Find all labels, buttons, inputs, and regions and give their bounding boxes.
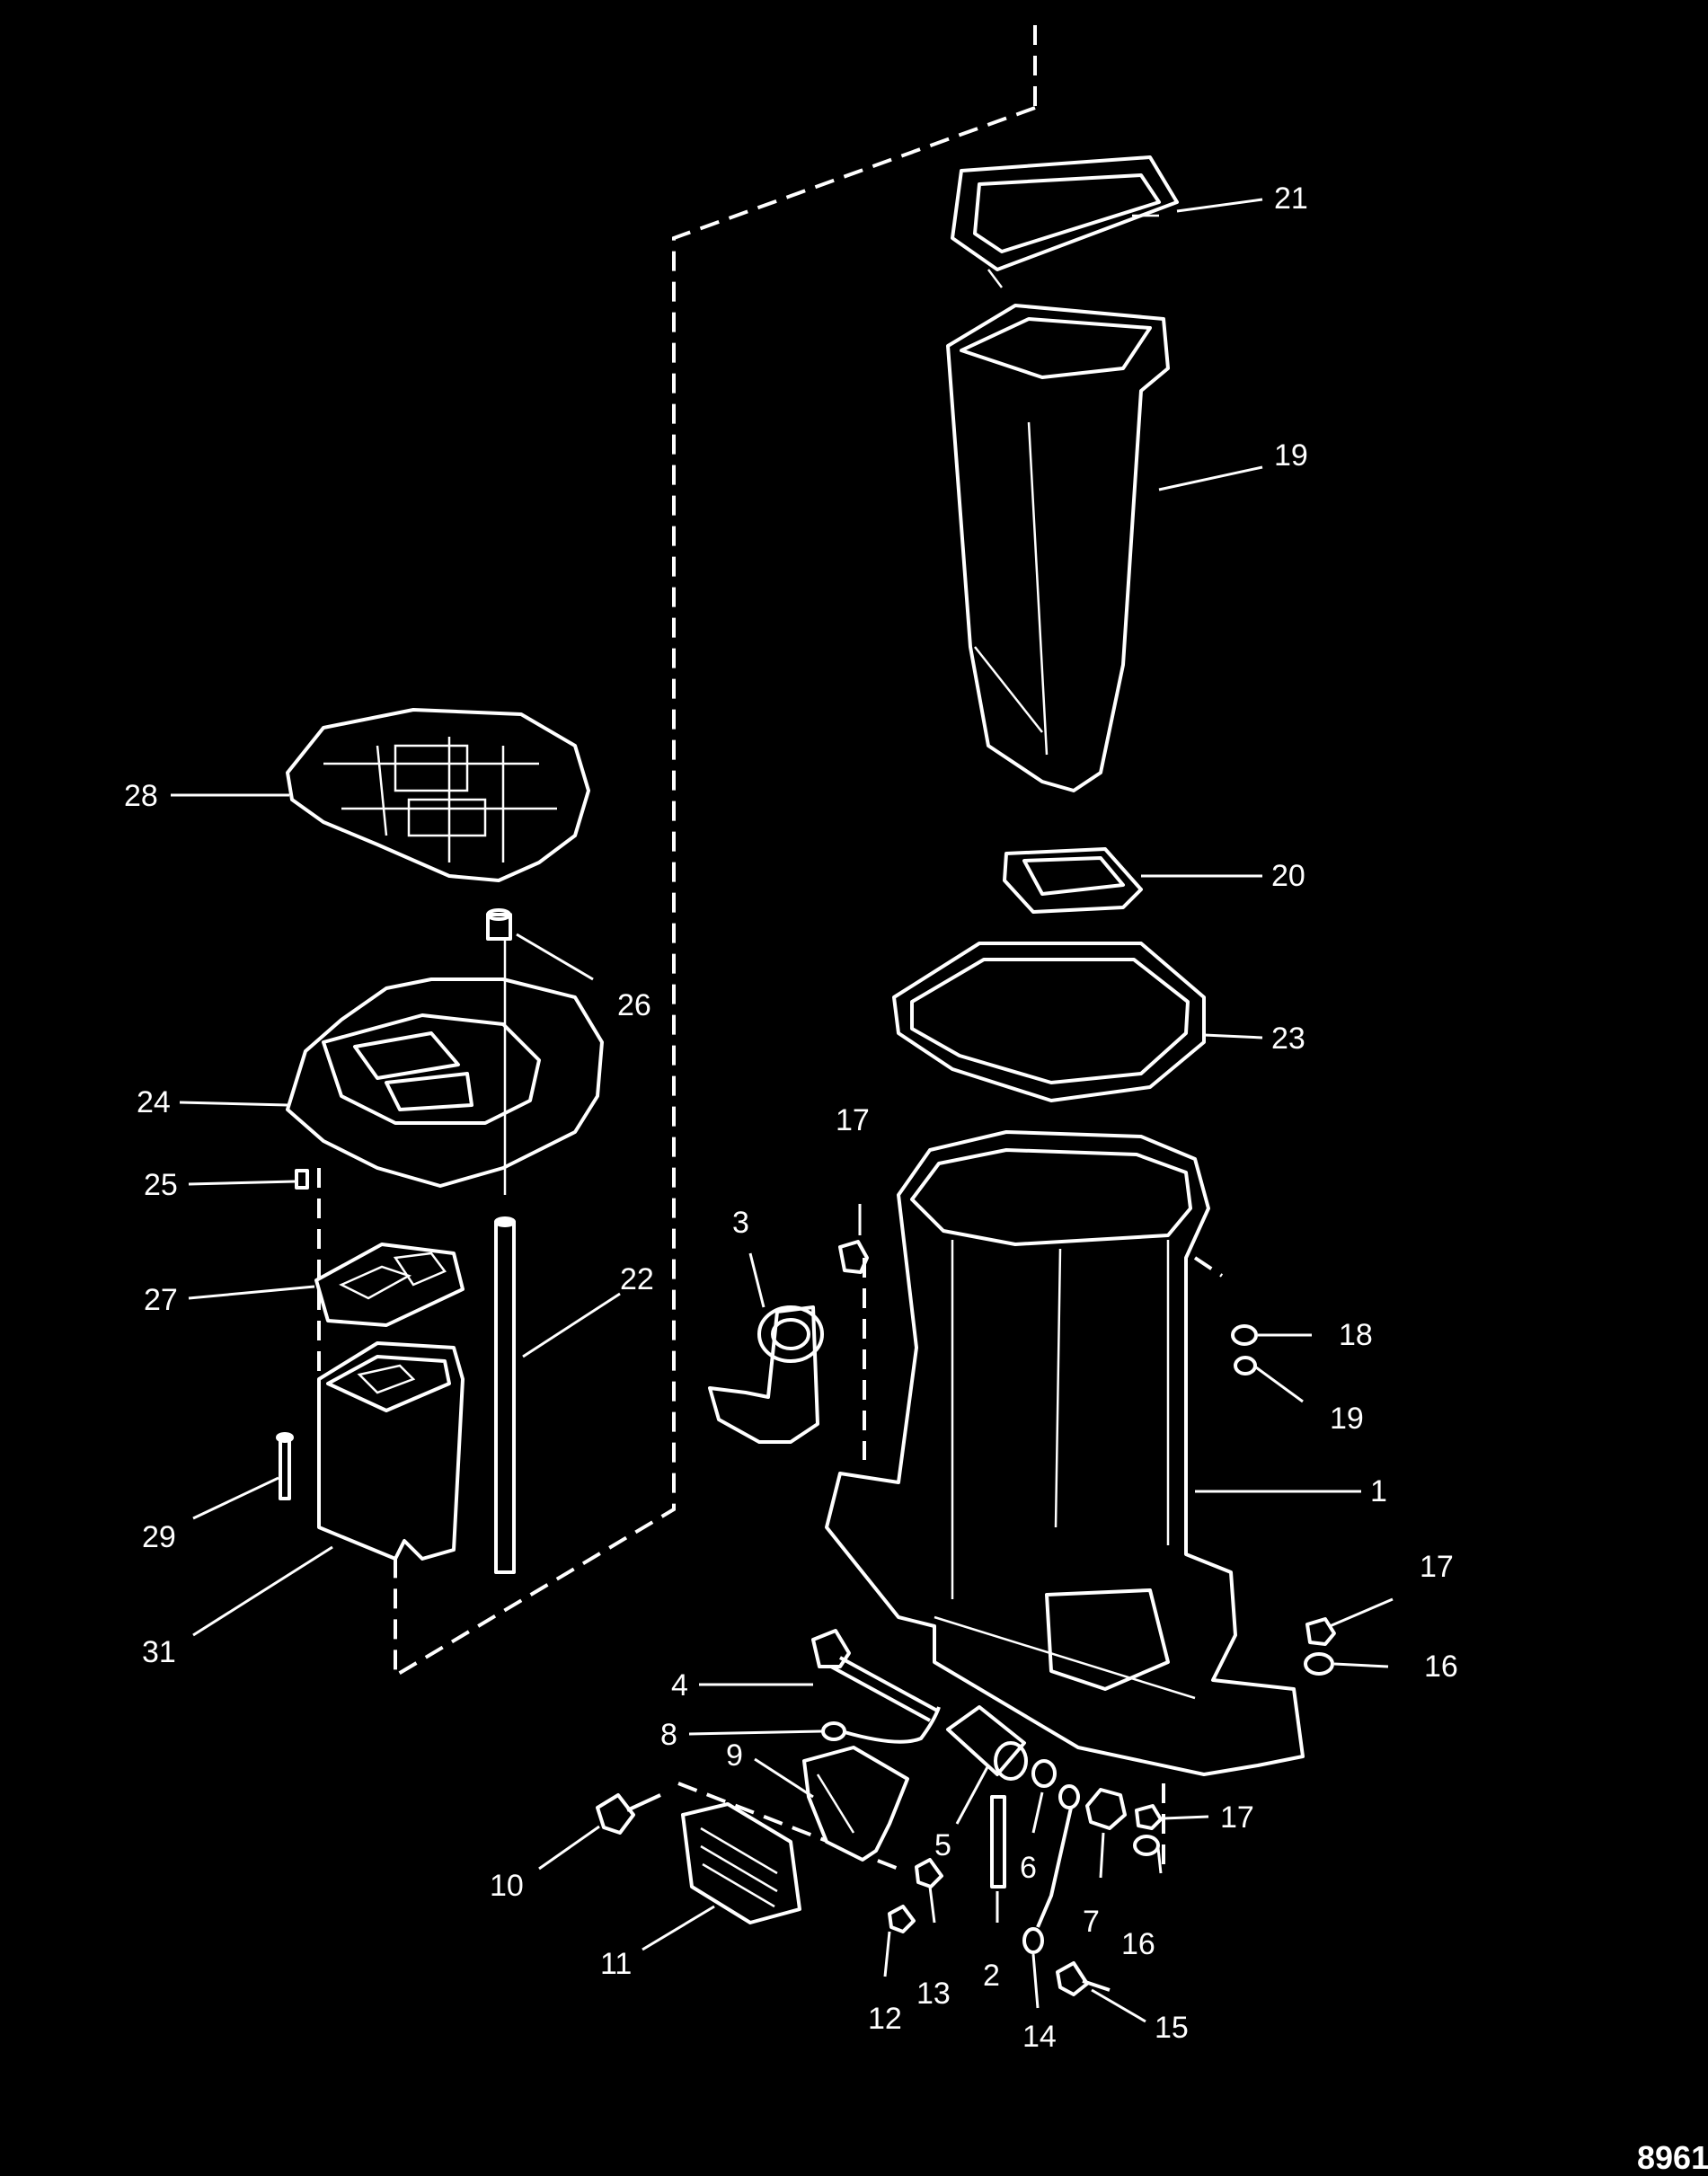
callout-5: 5 (934, 1828, 951, 1862)
callout-14: 14 (1022, 2020, 1057, 2054)
part-31-exhaust-block (317, 1341, 465, 1561)
part-4-bolt (811, 1629, 940, 1722)
callout-28: 26 (617, 988, 651, 1022)
part-9-bracket (802, 1746, 909, 1862)
callout-9: 9 (726, 1738, 743, 1773)
part-24-tube (494, 939, 516, 1574)
part-7-nut (1085, 1788, 1127, 1830)
callout-25: 23 (1271, 1022, 1305, 1056)
part-3-elbow (708, 1305, 824, 1444)
callout-7: 7 (1083, 1905, 1100, 1939)
callout-22: 20 (1271, 859, 1305, 893)
part-19-nut (1234, 1356, 1257, 1375)
part-21-exhaust-tube (946, 304, 1170, 792)
callout-2: 2 (983, 1959, 1000, 1993)
callout-18: 18 (1339, 1318, 1373, 1352)
callout-17-lower: 17 (1220, 1800, 1254, 1835)
callout-23: 21 (1274, 181, 1308, 216)
callout-8: 8 (660, 1718, 677, 1752)
part-16-washer-lower (1133, 1835, 1160, 1856)
part-13-fastener (915, 1858, 943, 1889)
callout-30: 28 (124, 779, 158, 813)
callout-15: 15 (1155, 2011, 1189, 2045)
callout-17-upper: 17 (1420, 1550, 1454, 1584)
part-17-nut-lower (1135, 1804, 1163, 1830)
part-27-pin (295, 1169, 309, 1190)
callout-3: 3 (732, 1206, 749, 1240)
callout-12: 12 (868, 2002, 902, 2036)
part-6-washer (1031, 1759, 1057, 1788)
callout-10: 10 (490, 1869, 524, 1903)
callout-29: 29 (142, 1520, 176, 1554)
part-17-nut-upper (1305, 1617, 1336, 1646)
part-22-square-seal (1003, 847, 1143, 914)
part-25-housing-gasket (892, 942, 1206, 1102)
callout-6: 6 (1020, 1851, 1037, 1885)
callout-4: 4 (671, 1668, 688, 1703)
part-16-washer-upper (1304, 1652, 1334, 1676)
callout-16-lower: 16 (1121, 1927, 1155, 1961)
part-11-cover (681, 1802, 801, 1924)
callout-1: 1 (1370, 1474, 1387, 1508)
part-29-bolt (276, 1432, 294, 1500)
callout-21: 19 (1274, 438, 1308, 473)
part-14-ground-wire (1022, 1784, 1080, 1954)
callout-24: 22 (620, 1262, 654, 1296)
callout-11: 11 (600, 1947, 632, 1981)
part-12-fastener (888, 1905, 916, 1933)
callout-labels: 21 19 28 20 26 23 24 17 25 3 22 27 18 19… (124, 181, 1708, 2176)
callout-26: 24 (137, 1085, 171, 1119)
part-23-seal-frame (951, 155, 1179, 288)
part-28-dowel (486, 908, 512, 941)
part-8-ground-strap (821, 1706, 941, 1744)
part-2-stud (990, 1795, 1006, 1889)
part-15-screw (1056, 1961, 1111, 1996)
part-20-plug (838, 1240, 869, 1274)
part-10-screw (596, 1793, 661, 1835)
alignment-dashed-line (394, 25, 1037, 1679)
callout-31: 31 (142, 1635, 176, 1669)
callout-27: 25 (144, 1168, 178, 1202)
callout-19: 19 (1330, 1402, 1364, 1436)
part-5-anode (946, 1705, 1028, 1781)
callout-20: 17 (836, 1103, 870, 1137)
part-32-gasket (314, 1243, 465, 1327)
figure-number: 8961 (1637, 2139, 1708, 2176)
part-26-adapter-plate (286, 977, 604, 1188)
part-30-adapter-gasket (286, 708, 590, 882)
callout-16-upper: 16 (1424, 1650, 1458, 1684)
part-18-washer (1231, 1324, 1258, 1346)
leader-lines (171, 198, 1394, 2023)
callout-13: 13 (916, 1977, 951, 2011)
callout-32: 27 (144, 1283, 178, 1317)
part-1-driveshaft-housing (825, 1130, 1305, 1776)
